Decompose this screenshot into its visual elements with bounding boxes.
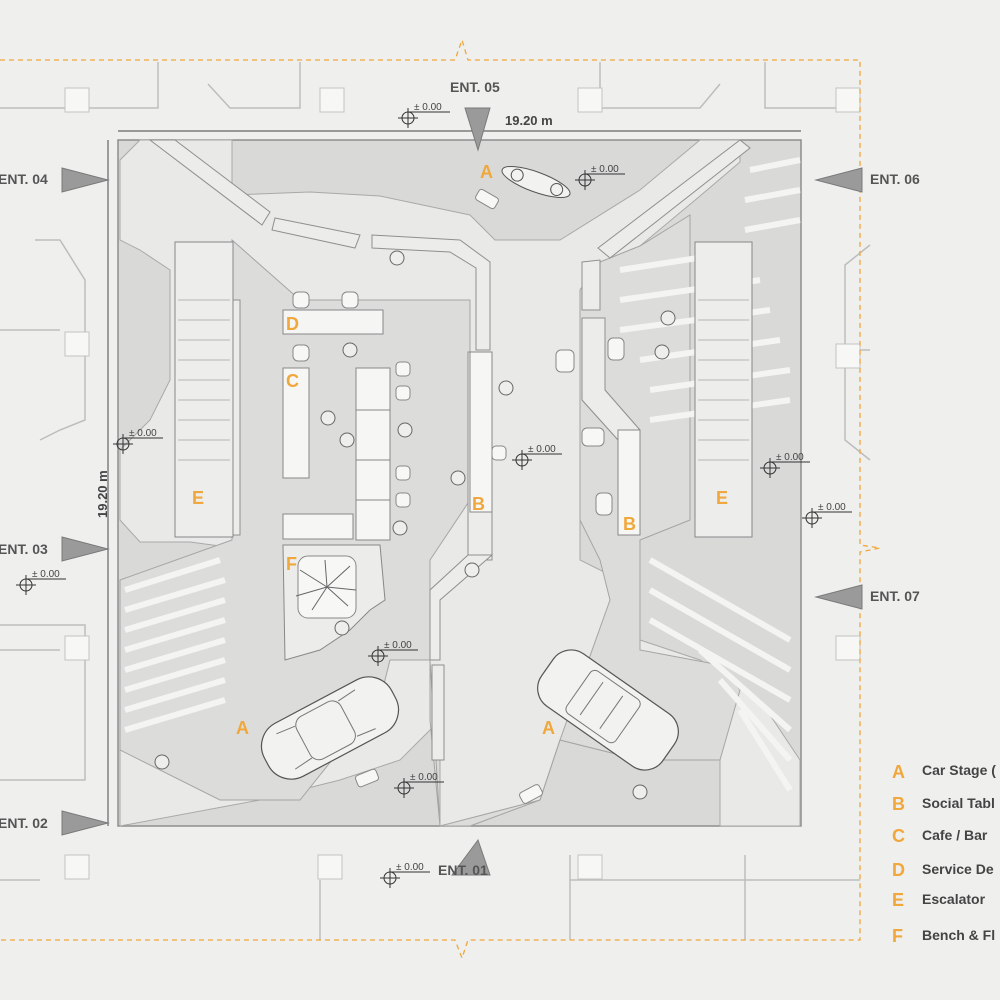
level-label: ± 0.00	[776, 452, 804, 463]
zone-a-car-left: A	[236, 718, 249, 738]
zone-b-right: B	[623, 514, 636, 534]
legend-label: Cafe / Bar	[922, 827, 988, 843]
social-table-b1	[469, 351, 493, 513]
entrance-07: ENT. 07	[870, 588, 920, 604]
legend-letter: B	[892, 794, 905, 814]
escalator-steps	[178, 299, 749, 461]
convertible-car-icon	[537, 649, 679, 771]
zone-f: F	[286, 554, 297, 574]
social-table-b2	[617, 429, 641, 536]
level-marker-labels: ± 0.00 ± 0.00 ± 0.00 ± 0.00 ± 0.00 ± 0.0…	[32, 102, 846, 873]
legend-letter: D	[892, 860, 905, 880]
legend-label: Bench & Fl	[922, 927, 995, 943]
level-label: ± 0.00	[396, 862, 424, 873]
escalators	[174, 241, 753, 538]
legend-letter: F	[892, 926, 903, 946]
zone-a-car-right: A	[542, 718, 555, 738]
entrance-arrows	[61, 107, 863, 876]
legend: A Car Stage ( B Social Tabl C Cafe / Bar…	[892, 762, 996, 946]
entrance-03: ENT. 03	[0, 541, 48, 557]
entrance-04: ENT. 04	[0, 171, 48, 187]
legend-letter: E	[892, 890, 904, 910]
entrance-01: ENT. 01	[438, 862, 488, 878]
level-marker-icons	[16, 108, 852, 888]
cafe-bar	[282, 367, 391, 541]
legend-letter: C	[892, 826, 905, 846]
zone-c: C	[286, 371, 299, 391]
level-label: ± 0.00	[410, 772, 438, 783]
zone-b-center: B	[472, 494, 485, 514]
level-label: ± 0.00	[384, 640, 412, 651]
level-label: ± 0.00	[129, 428, 157, 439]
legend-label: Escalator	[922, 891, 986, 907]
legend-label: Car Stage (	[922, 762, 996, 778]
entrance-05: ENT. 05	[450, 79, 500, 95]
legend-label: Service De	[922, 861, 994, 877]
zone-d: D	[286, 314, 299, 334]
entrance-02: ENT. 02	[0, 815, 48, 831]
people	[154, 250, 676, 800]
zone-e-left: E	[192, 488, 204, 508]
level-label: ± 0.00	[414, 102, 442, 113]
legend-label: Social Tabl	[922, 795, 995, 811]
legend-letter: A	[892, 762, 905, 782]
service-desk	[282, 309, 384, 335]
dimension-lines	[107, 130, 801, 826]
furniture	[292, 188, 625, 804]
level-label: ± 0.00	[591, 164, 619, 175]
zone-a-motorcycle: A	[480, 162, 493, 182]
left-dimension: 19.20 m	[95, 470, 110, 518]
top-dimension: 19.20 m	[505, 113, 553, 128]
context-columns	[64, 87, 861, 880]
car-icon	[260, 676, 400, 780]
zone-e-right: E	[716, 488, 728, 508]
level-label: ± 0.00	[818, 502, 846, 513]
motorcycle-icon	[501, 166, 571, 198]
plant-icon	[295, 559, 357, 611]
level-label: ± 0.00	[32, 569, 60, 580]
entrance-06: ENT. 06	[870, 171, 920, 187]
level-label: ± 0.00	[528, 444, 556, 455]
